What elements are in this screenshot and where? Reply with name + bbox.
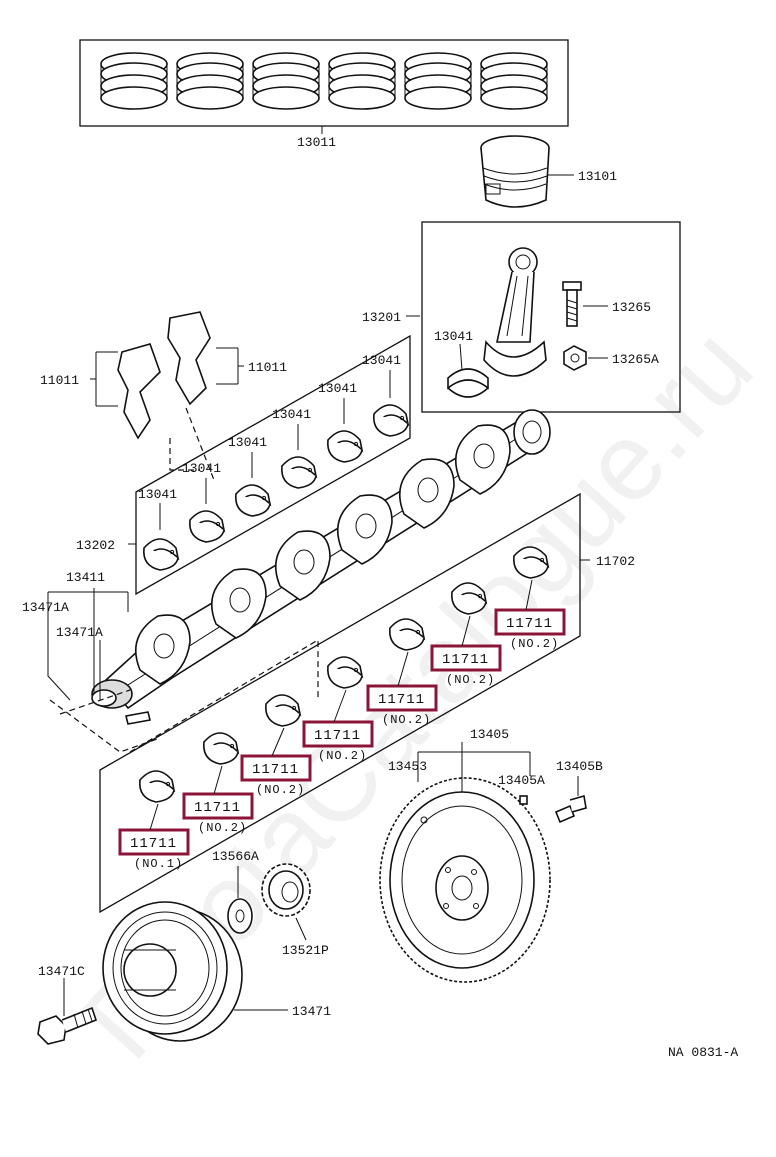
part-code-label: 11711 [314, 728, 361, 744]
part-code-label: 11711 [194, 800, 241, 816]
piston[interactable] [480, 135, 550, 208]
bearing-shell[interactable] [203, 732, 240, 765]
piston-ring[interactable] [100, 52, 168, 110]
highlighted-part-11711[interactable]: 11711 (NO.2) [240, 727, 312, 797]
conrod-nut[interactable] [563, 345, 587, 371]
bearing-shell[interactable] [265, 694, 302, 727]
part-code-label: 11711 [252, 762, 299, 778]
bearing-shell[interactable] [235, 484, 272, 517]
diagram-ref-code: NA 0831-A [668, 1045, 738, 1060]
crank-web [398, 458, 455, 529]
piston-ring[interactable] [480, 52, 548, 110]
highlighted-part-labels: 11711 (NO.2) 11711 (NO.2) 11711 (NO.2) 11711 (N… [118, 579, 566, 871]
part-code-label: 11711 [442, 652, 489, 668]
bearing-shell[interactable] [513, 546, 550, 579]
upper-bearing-panel [135, 334, 411, 596]
label-13265a: 13265A [612, 352, 659, 367]
conrod-bolt[interactable] [562, 281, 582, 327]
highlighted-part-11711[interactable]: 11711 (NO.2) [182, 765, 254, 835]
label-13405a: 13405A [498, 773, 545, 788]
part-code-label: 11711 [130, 836, 177, 852]
bearing-shell[interactable] [389, 618, 426, 651]
label-13041-conrod: 13041 [434, 329, 473, 344]
label-13411: 13411 [66, 570, 105, 585]
thrust-washer-left[interactable] [117, 343, 161, 440]
bearing-shell[interactable] [139, 770, 176, 803]
bearing-shell[interactable] [143, 538, 180, 571]
crank-web [336, 494, 393, 565]
label-13471a-1: 13471A [22, 600, 69, 615]
label-13041-b: 13041 [182, 461, 221, 476]
crankshaft-pulley[interactable] [102, 901, 243, 1042]
label-13471: 13471 [292, 1004, 331, 1019]
part-note-label: (NO.2) [256, 783, 305, 797]
label-13405b: 13405B [556, 759, 603, 774]
connecting-rod[interactable] [483, 247, 547, 377]
conrod-bearing[interactable] [447, 368, 489, 398]
piston-ring[interactable] [252, 52, 320, 110]
part-note-label: (NO.2) [198, 821, 247, 835]
part-note-label: (NO.2) [318, 749, 367, 763]
label-11702: 11702 [596, 554, 635, 569]
piston-ring[interactable] [328, 52, 396, 110]
bearing-shell[interactable] [327, 656, 364, 689]
crankshaft[interactable] [91, 409, 551, 710]
flywheel-bolt[interactable] [554, 794, 587, 824]
flywheel-dowel-pin[interactable] [519, 795, 528, 805]
label-13453: 13453 [388, 759, 427, 774]
flywheel[interactable] [379, 777, 551, 983]
lower-bearing-panel [99, 492, 581, 914]
label-13041-a: 13041 [138, 487, 177, 502]
crank-web [274, 530, 331, 601]
label-13101: 13101 [578, 169, 617, 184]
part-note-label: (NO.2) [382, 713, 431, 727]
crank-web [454, 424, 511, 495]
part-note-label: (NO.1) [134, 857, 183, 871]
timing-pulley-13521p[interactable] [261, 863, 311, 917]
thrust-washer-right[interactable] [167, 311, 211, 406]
highlighted-part-11711[interactable]: 11711 (NO.2) [494, 579, 566, 651]
label-13566a: 13566A [212, 849, 259, 864]
crank-web [210, 568, 267, 639]
part-note-label: (NO.2) [446, 673, 495, 687]
label-13471c: 13471C [38, 964, 85, 979]
bearing-shell[interactable] [451, 582, 488, 615]
label-13041-e: 13041 [318, 381, 357, 396]
bearing-shell[interactable] [327, 430, 364, 463]
highlighted-part-11711[interactable]: 11711 (NO.1) [118, 803, 190, 871]
part-code-label: 11711 [506, 616, 553, 632]
part-note-label: (NO.2) [510, 637, 559, 651]
lower-bearings[interactable] [139, 546, 550, 803]
highlighted-part-11711[interactable]: 11711 (NO.2) [302, 689, 374, 763]
label-13521p: 13521P [282, 943, 329, 958]
highlighted-part-11711[interactable]: 11711 (NO.2) [366, 651, 438, 727]
bearing-shell[interactable] [281, 456, 318, 489]
label-11011-left: 11011 [40, 373, 79, 388]
label-13265: 13265 [612, 300, 651, 315]
label-13041-d: 13041 [272, 407, 311, 422]
part-code-label: 11711 [378, 692, 425, 708]
label-13201: 13201 [362, 310, 401, 325]
highlighted-part-11711[interactable]: 11711 (NO.2) [430, 615, 502, 687]
label-13041-c: 13041 [228, 435, 267, 450]
label-13202: 13202 [76, 538, 115, 553]
bearing-shell[interactable] [373, 404, 410, 437]
pulley-bolt[interactable] [37, 1006, 97, 1045]
label-13405: 13405 [470, 727, 509, 742]
bearing-shell[interactable] [189, 510, 226, 543]
label-13471a-2: 13471A [56, 625, 103, 640]
crank-web [134, 614, 191, 685]
piston-ring[interactable] [176, 52, 244, 110]
piston-ring-set[interactable] [79, 39, 569, 127]
label-13041-f: 13041 [362, 353, 401, 368]
upper-bearings[interactable] [143, 370, 410, 571]
label-11011-right: 11011 [248, 360, 287, 375]
connecting-rod-box [421, 221, 681, 413]
label-13011: 13011 [297, 135, 336, 150]
piston-ring[interactable] [404, 52, 472, 110]
crankshaft-key-pin[interactable] [125, 711, 151, 725]
crank-washer-13566a[interactable] [227, 898, 253, 934]
